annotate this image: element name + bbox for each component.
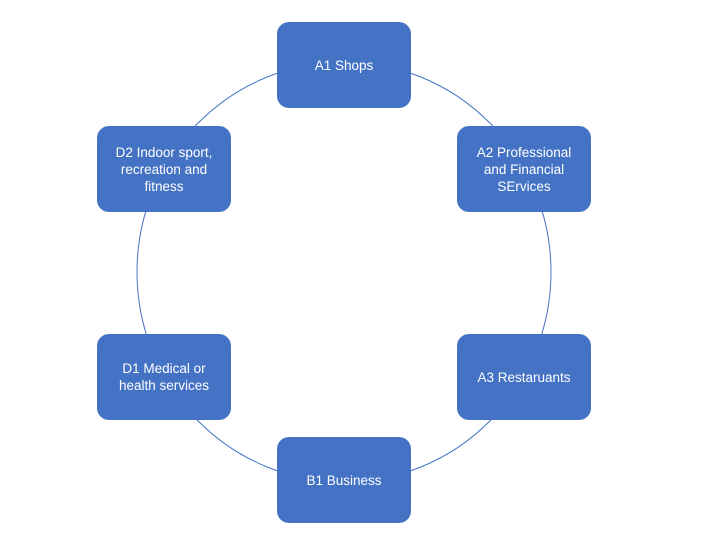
node-a2-professional-financial-services: A2 Professional and Financial SErvices — [457, 126, 591, 212]
node-d1-medical-health-services: D1 Medical or health services — [97, 334, 231, 420]
node-b1-business: B1 Business — [277, 437, 411, 523]
node-a3-restaurants: A3 Restaruants — [457, 334, 591, 420]
node-d2-indoor-sport-recreation-fitness: D2 Indoor sport, recreation and fitness — [97, 126, 231, 212]
node-a1-shops: A1 Shops — [277, 22, 411, 108]
